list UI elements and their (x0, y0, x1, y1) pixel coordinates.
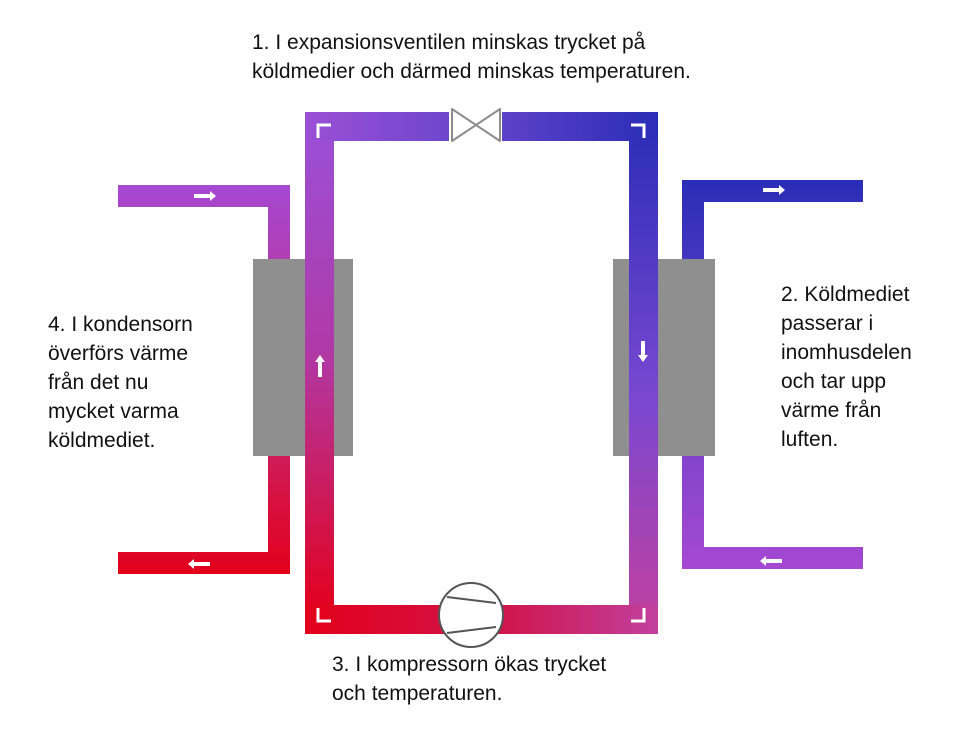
evaporator-block (613, 259, 715, 456)
label-line: 1. I expansionsventilen minskas trycket … (252, 31, 646, 54)
label-line: 2. Köldmediet (781, 283, 910, 306)
condenser-label: 4. I kondensorn överförs värme från det … (48, 310, 193, 455)
compressor (438, 582, 504, 648)
corner-mark (316, 123, 331, 138)
refrigerant-loop (305, 112, 658, 634)
label-line: luften. (781, 428, 839, 451)
label-line: köldmedier och därmed minskas temperatur… (252, 60, 691, 83)
label-line: och temperaturen. (332, 682, 503, 705)
arrow-icon (760, 556, 782, 566)
label-line: 4. I kondensorn (48, 313, 193, 336)
label-line: köldmediet. (48, 429, 156, 452)
arrow-icon (763, 185, 785, 195)
condenser-block (253, 259, 353, 456)
evaporator-label: 2. Köldmediet passerar i inomhusdelen oc… (781, 280, 912, 454)
arrow-icon (315, 355, 325, 377)
compressor-label: 3. I kompressorn ökas trycket och temper… (332, 650, 606, 708)
circle-compressor-icon (446, 596, 497, 634)
arrow-icon (638, 341, 648, 362)
label-line: från det nu (48, 371, 149, 394)
expansion-valve (449, 106, 502, 146)
expansion-valve-label: 1. I expansionsventilen minskas trycket … (252, 28, 691, 86)
label-line: inomhusdelen (781, 341, 912, 364)
arrow-icon (188, 559, 210, 569)
arrow-icon (194, 191, 216, 201)
corner-mark (631, 123, 646, 138)
label-line: mycket varma (48, 400, 179, 423)
bowtie-valve-icon (451, 108, 501, 142)
label-line: och tar upp (781, 370, 887, 393)
label-line: 3. I kompressorn ökas trycket (332, 653, 607, 676)
label-line: överförs värme (48, 342, 189, 365)
corner-mark (316, 608, 331, 623)
label-line: passerar i (781, 312, 874, 335)
label-line: värme från (781, 399, 882, 422)
corner-mark (631, 608, 646, 623)
